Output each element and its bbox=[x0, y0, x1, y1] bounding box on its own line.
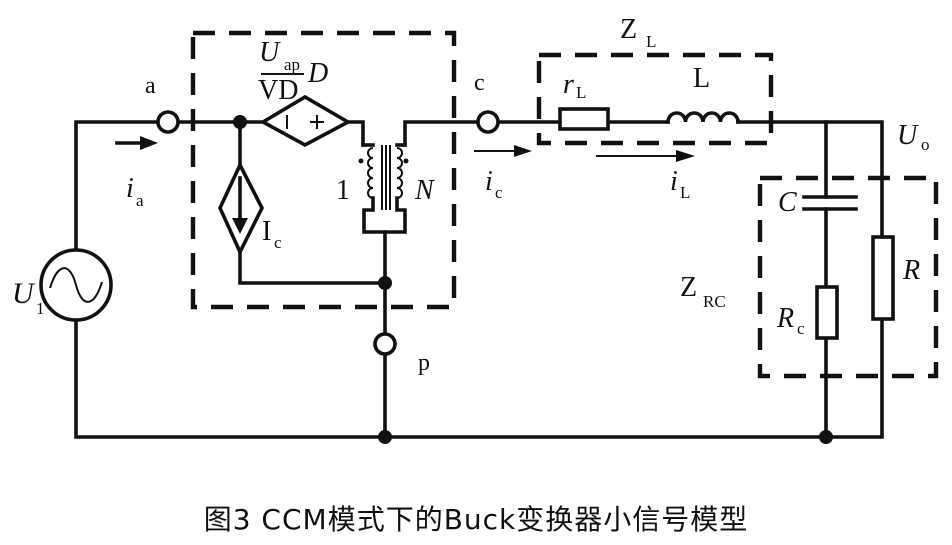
current-arrow-il bbox=[596, 150, 695, 162]
label-text: Z bbox=[620, 14, 637, 45]
label-sub: c bbox=[274, 233, 282, 252]
label-zrc: Z RC bbox=[680, 272, 726, 311]
arrow-right-icon bbox=[514, 145, 532, 157]
resistor-rc bbox=[815, 285, 839, 340]
label-sub: L bbox=[576, 83, 586, 102]
terminal-a bbox=[156, 110, 180, 134]
resistor-r bbox=[871, 235, 895, 321]
arrow-down-icon bbox=[232, 218, 248, 234]
label-current-il: i L bbox=[670, 166, 690, 202]
label-text: i bbox=[485, 166, 493, 197]
label-current-ic: i c bbox=[485, 166, 503, 202]
current-arrow-ia bbox=[115, 136, 158, 150]
wire-xfmr-to-c bbox=[403, 120, 480, 147]
label-current-ia: i a bbox=[126, 173, 144, 210]
polarity-dot-primary bbox=[358, 158, 364, 164]
zl-box bbox=[536, 52, 774, 146]
ac-voltage-source bbox=[39, 248, 113, 322]
junction-dot bbox=[378, 430, 392, 444]
label-sub: L bbox=[680, 183, 690, 202]
label-sub: o bbox=[921, 135, 930, 154]
label-secondary-turns: N bbox=[414, 175, 435, 206]
label-uo: U o bbox=[897, 120, 930, 154]
inductor-l bbox=[666, 111, 740, 124]
label-denominator: VD bbox=[258, 75, 298, 106]
label-dep-current-ic: I c bbox=[262, 216, 282, 252]
label-sub: c bbox=[797, 319, 805, 338]
label-rc: R c bbox=[776, 303, 805, 338]
label-rl: r L bbox=[563, 69, 586, 102]
label-sub: c bbox=[495, 183, 503, 202]
figure-caption: 图3 CCM模式下的Buck变换器小信号模型 bbox=[203, 503, 749, 536]
label-numerator: U bbox=[259, 37, 281, 68]
junction-dot bbox=[233, 115, 247, 129]
label-inductor-l: L bbox=[693, 63, 710, 94]
label-resistor-r: R bbox=[902, 255, 920, 286]
sine-wave-icon bbox=[49, 267, 103, 303]
resistor-rl bbox=[558, 107, 610, 131]
label-terminal-a: a bbox=[145, 73, 156, 99]
label-factor-d: D bbox=[307, 58, 328, 89]
label-terminal-p: p bbox=[418, 350, 430, 376]
zrc-box bbox=[757, 175, 939, 379]
wire-dep-current-return bbox=[238, 250, 387, 285]
label-text: I bbox=[262, 216, 271, 247]
junction-dot bbox=[819, 430, 833, 444]
wire-ground-return bbox=[74, 317, 884, 439]
label-capacitor-c: C bbox=[778, 187, 797, 218]
dependent-current-source bbox=[218, 160, 265, 257]
terminal-p bbox=[373, 332, 397, 356]
label-sub: 1 bbox=[36, 299, 45, 318]
label-source-u1: U 1 bbox=[12, 277, 45, 318]
dependent-voltage-source bbox=[259, 94, 352, 148]
secondary-winding-icon bbox=[396, 147, 403, 199]
wire-dep-voltage-to-xfmr bbox=[346, 120, 365, 147]
junction-dot bbox=[378, 276, 392, 290]
capacitor-c bbox=[802, 195, 858, 211]
label-text: U bbox=[12, 277, 36, 310]
arrow-right-icon bbox=[140, 136, 158, 150]
label-primary-turns: 1 bbox=[336, 175, 350, 206]
arrow-right-icon bbox=[676, 150, 695, 162]
label-text: Z bbox=[680, 272, 697, 303]
label-dep-voltage-gain: U ap VD D bbox=[258, 37, 328, 106]
terminal-c bbox=[476, 110, 500, 134]
label-sub: RC bbox=[703, 292, 726, 311]
label-text: R bbox=[776, 303, 794, 334]
label-sub: L bbox=[646, 32, 656, 51]
primary-winding-icon bbox=[367, 147, 374, 199]
label-text: r bbox=[563, 69, 574, 100]
ideal-transformer bbox=[358, 143, 409, 234]
label-zl: Z L bbox=[620, 14, 656, 51]
polarity-dot-secondary bbox=[403, 158, 409, 164]
label-text: i bbox=[126, 173, 134, 204]
label-terminal-c: c bbox=[474, 70, 485, 96]
wire-source-to-a bbox=[74, 120, 160, 252]
label-sub: a bbox=[136, 191, 144, 210]
switch-model-box bbox=[190, 30, 457, 310]
current-arrow-ic bbox=[474, 145, 532, 157]
label-numerator-sub: ap bbox=[284, 55, 300, 74]
label-text: U bbox=[897, 120, 919, 151]
wire-output-top bbox=[736, 120, 884, 239]
label-text: i bbox=[670, 166, 678, 197]
